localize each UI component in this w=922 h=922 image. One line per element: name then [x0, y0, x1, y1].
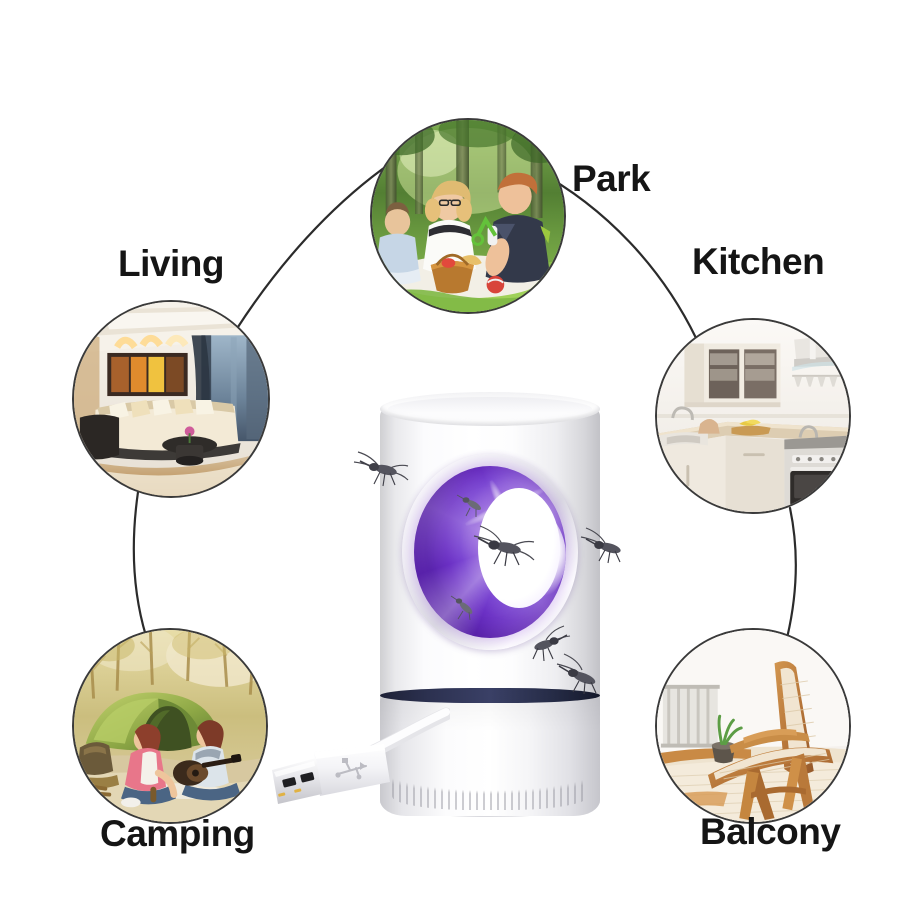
scene-circle-kitchen[interactable] — [655, 318, 851, 514]
base-shading — [380, 696, 600, 816]
connector-living-camping — [132, 490, 148, 638]
mosquito-icon — [556, 653, 597, 694]
park-illustration — [372, 120, 564, 312]
usb-a-connector — [272, 744, 390, 804]
mosquito-icon — [532, 625, 571, 662]
scene-circle-balcony[interactable] — [655, 628, 851, 824]
scene-label-camping: Camping — [100, 813, 255, 854]
product-mosquito-killer-lamp[interactable] — [272, 392, 621, 817]
lamp-base — [380, 696, 600, 816]
living-illustration — [74, 302, 268, 496]
lamp-trim-band — [380, 688, 600, 703]
lamp-top-rim-inner — [388, 397, 592, 421]
mosquito-icon — [473, 525, 535, 567]
balcony-illustration — [657, 630, 849, 822]
camping-illustration — [74, 630, 266, 822]
mosquito-icon — [353, 451, 409, 487]
kitchen-illustration — [657, 320, 849, 512]
mosquito-icon — [456, 494, 481, 517]
scene-label-park: Park — [572, 158, 651, 199]
mosquito-icon — [450, 595, 473, 621]
base-air-vents — [392, 776, 588, 810]
scene-circle-camping[interactable] — [72, 628, 268, 824]
scene-label-living: Living — [118, 243, 224, 284]
scene-circle-living[interactable] — [72, 300, 270, 498]
mosquito-icon — [580, 527, 621, 564]
scene-circle-park[interactable] — [370, 118, 566, 314]
connector-kitchen-balcony — [785, 506, 797, 640]
scene-label-kitchen: Kitchen — [692, 241, 825, 282]
scene-label-balcony: Balcony — [700, 811, 841, 852]
